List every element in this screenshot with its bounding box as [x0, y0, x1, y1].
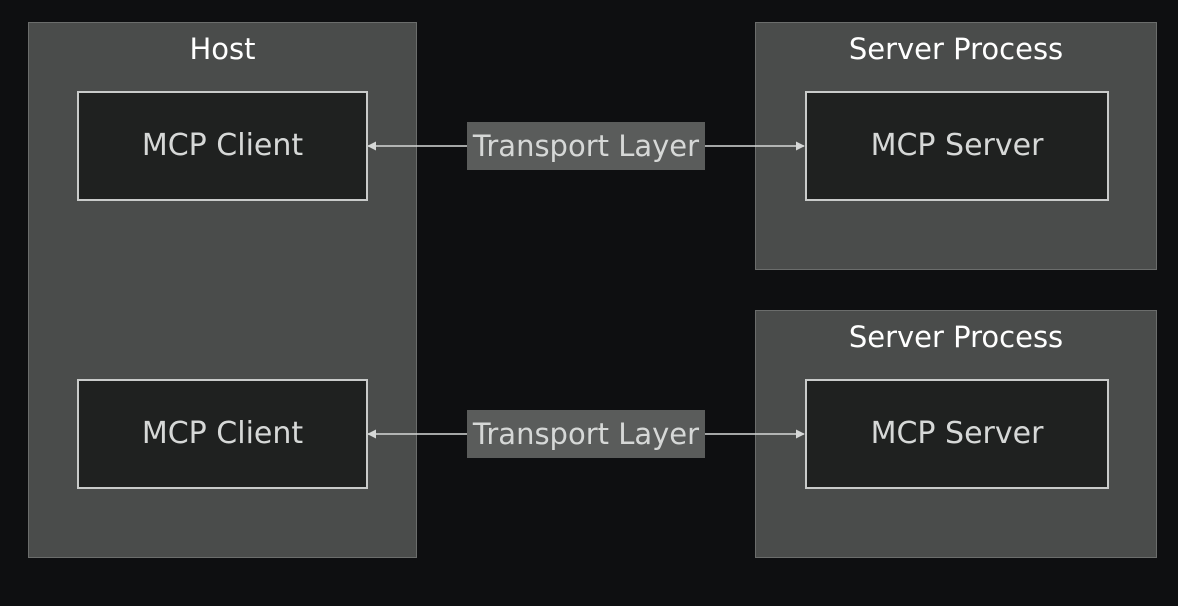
- host-group-title: Host: [189, 32, 256, 66]
- mcp-server-label-top: MCP Server: [870, 128, 1044, 163]
- mcp-client-node-bottom: MCP Client: [77, 379, 368, 489]
- transport-layer-label-bottom: Transport Layer: [467, 410, 705, 458]
- mcp-server-node-bottom: MCP Server: [805, 379, 1109, 489]
- mcp-server-label-bottom: MCP Server: [870, 416, 1044, 451]
- server-process-title-bottom: Server Process: [848, 320, 1064, 354]
- server-process-title-top: Server Process: [848, 32, 1064, 66]
- mcp-server-node-top: MCP Server: [805, 91, 1109, 201]
- mcp-client-node-top: MCP Client: [77, 91, 368, 201]
- mcp-client-label-bottom: MCP Client: [141, 416, 304, 451]
- transport-layer-label-top: Transport Layer: [467, 122, 705, 170]
- mcp-client-label-top: MCP Client: [141, 128, 304, 163]
